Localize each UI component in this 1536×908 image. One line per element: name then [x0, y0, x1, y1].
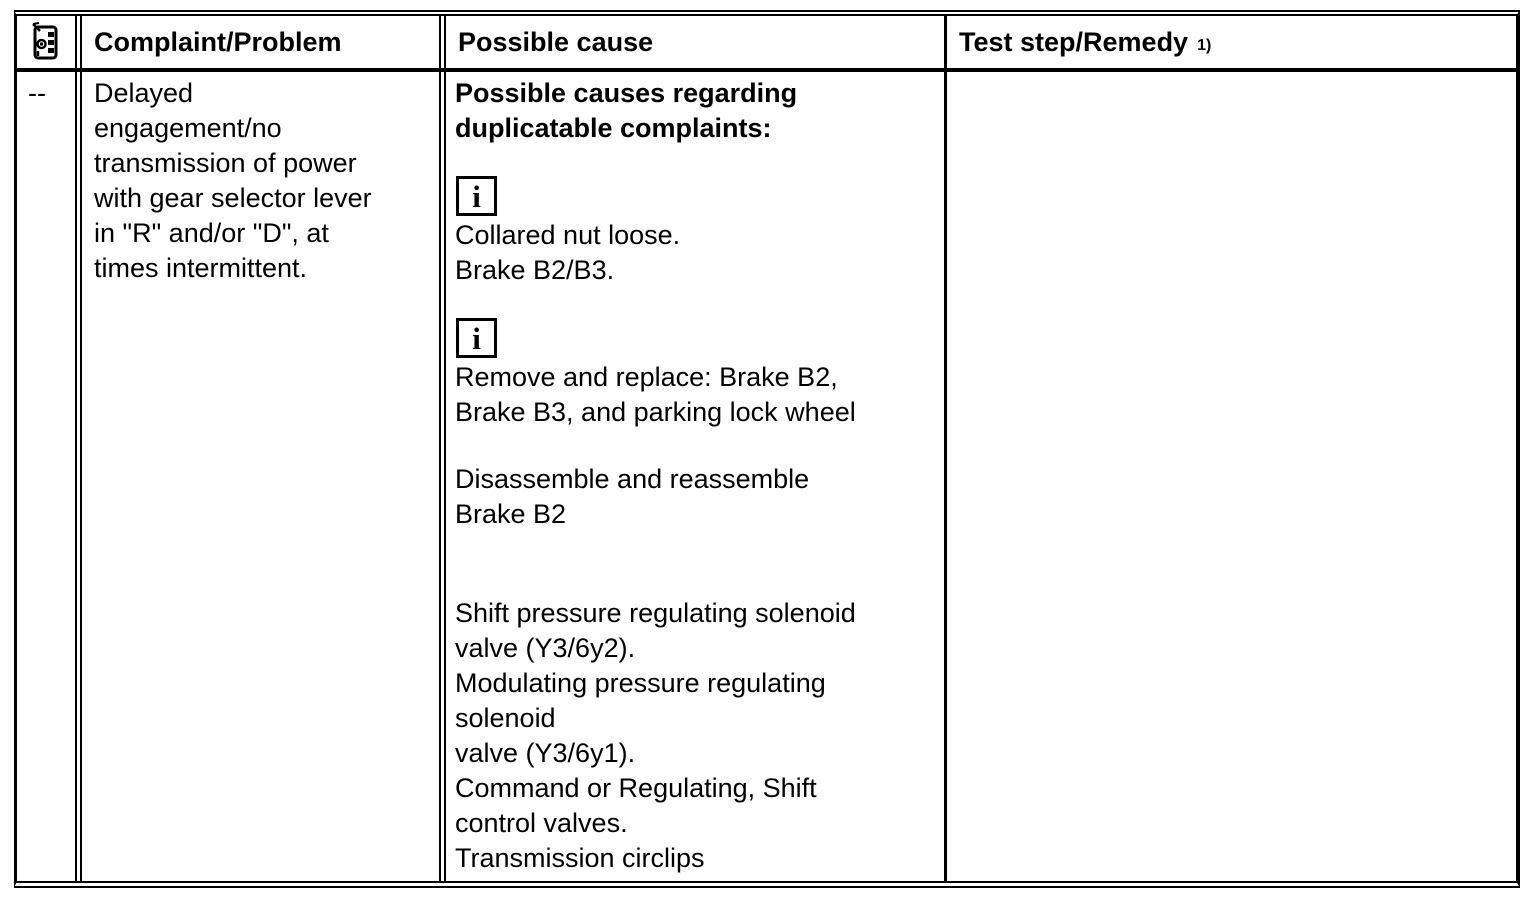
cause-paragraph: Shift pressure regulating solenoid valve…: [455, 598, 856, 873]
cause-header-label: Possible cause: [458, 26, 654, 57]
cause-paragraph: Disassemble and reassemble Brake B2: [455, 464, 810, 529]
header-cell-icon: [17, 16, 82, 68]
diagnostic-tester-icon: [29, 22, 63, 62]
header-cell-remedy: Test step/Remedy 1): [947, 16, 1516, 68]
info-icon: i: [456, 318, 497, 358]
complaint-header-label: Complaint/Problem: [94, 26, 342, 57]
header-cell-complaint: Complaint/Problem: [82, 16, 446, 68]
remedy-header-label: Test step/Remedy: [959, 26, 1189, 57]
info-icon: i: [456, 176, 497, 216]
footnote-reference: 1): [1197, 37, 1212, 54]
table-row: -- Delayed engagement/no transmission of…: [17, 72, 1516, 881]
cause-note-text: Remove and replace: Brake B2, Brake B3, …: [455, 362, 856, 427]
info-icon-glyph: i: [472, 320, 481, 356]
cause-cell: Possible causes regarding duplicatable c…: [446, 72, 947, 881]
header-cell-cause: Possible cause: [446, 16, 947, 68]
complaint-text: Delayed engagement/no transmission of po…: [94, 78, 372, 283]
row-code-cell: --: [17, 72, 82, 881]
row-code: --: [28, 78, 46, 108]
cause-intro-text: Possible causes regarding duplicatable c…: [455, 78, 798, 143]
cause-note-text: Collared nut loose. Brake B2/B3.: [455, 220, 681, 285]
remedy-cell: [947, 72, 1516, 881]
info-icon-glyph: i: [472, 178, 481, 214]
complaint-cell: Delayed engagement/no transmission of po…: [82, 72, 446, 881]
table-header-row: Complaint/Problem Possible cause Test st…: [17, 16, 1516, 72]
diagnosis-table: Complaint/Problem Possible cause Test st…: [14, 10, 1520, 888]
